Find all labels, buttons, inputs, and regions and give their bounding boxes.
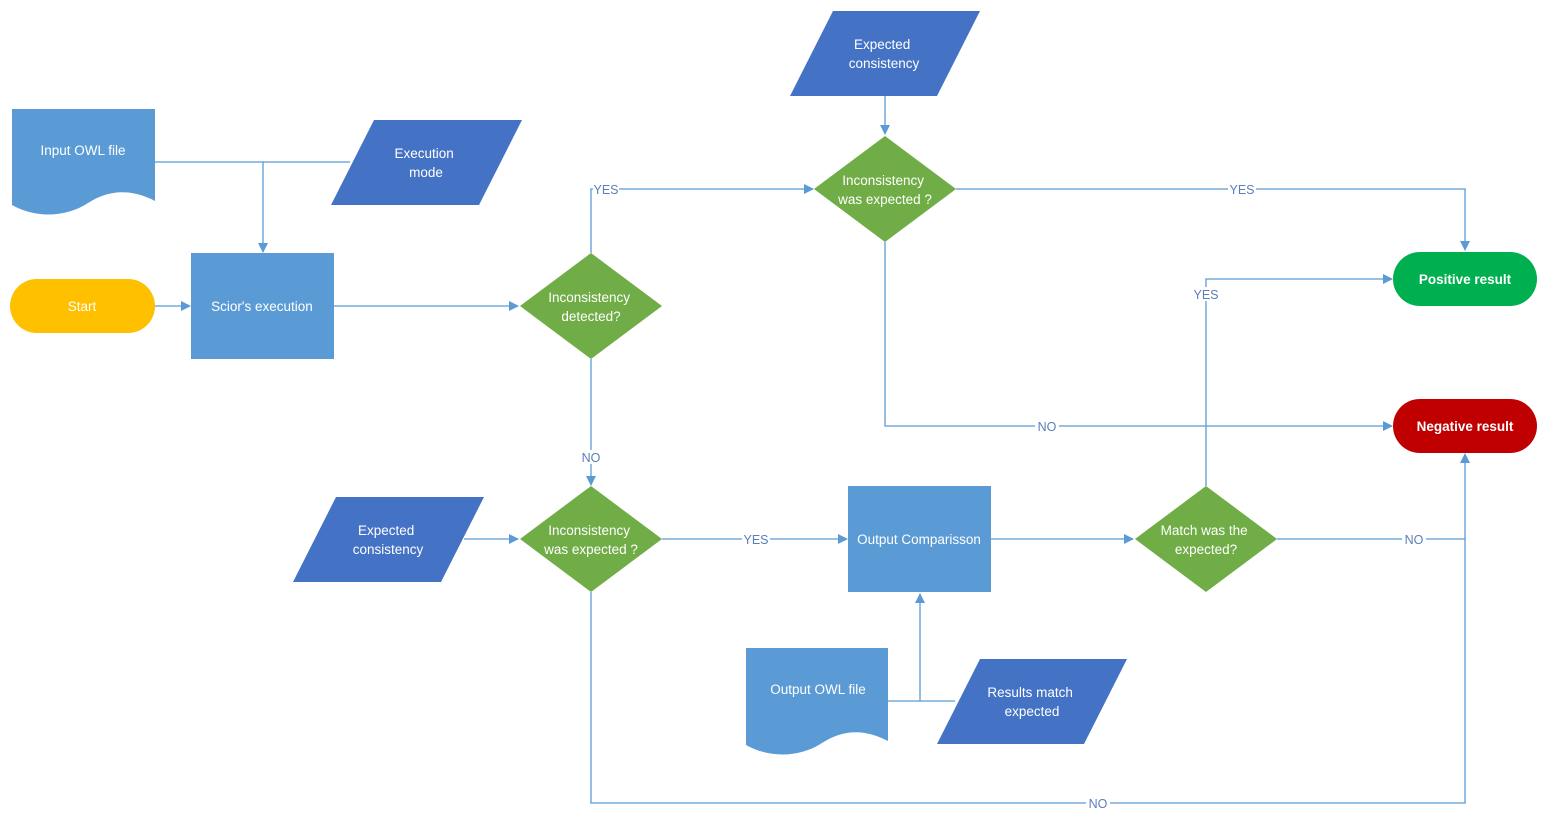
edge-bottom-expected-no: [590, 539, 1466, 804]
inconsistency-expected-top-label: Inconsistency was expected ?: [837, 173, 932, 207]
edge-label-match-yes: YES: [1193, 288, 1218, 302]
positive-result-label: Positive result: [1419, 272, 1512, 287]
inconsistency-detected-label: Inconsistency detected?: [548, 290, 634, 324]
connectors: [155, 96, 1470, 804]
start-label: Start: [68, 299, 97, 314]
edge-output-to-comparisson: [888, 593, 925, 702]
inconsistency-detected-decision: Inconsistency detected?: [520, 253, 662, 359]
output-owl-file-label: Output OWL file: [770, 682, 866, 697]
edge-label-top-expected-yes: YES: [1229, 183, 1254, 197]
negative-result-node: Negative result: [1393, 399, 1537, 453]
expected-consistency-bottom-label: Expected consistency: [353, 523, 424, 557]
edge-detected-yes: [590, 184, 814, 253]
edge-label-top-expected-no: NO: [1038, 420, 1057, 434]
inconsistency-expected-bottom-label: Inconsistency was expected ?: [543, 523, 638, 557]
positive-result-node: Positive result: [1393, 252, 1537, 306]
output-comparisson-node: Output Comparisson: [848, 486, 991, 592]
match-expected-decision: Match was the expected?: [1135, 486, 1277, 592]
edge-label-detected-yes: YES: [593, 183, 618, 197]
sciors-execution-node: Scior's execution: [191, 253, 334, 359]
negative-result-label: Negative result: [1417, 419, 1514, 434]
execution-mode-label: Execution mode: [394, 146, 457, 180]
inconsistency-expected-bottom-decision: Inconsistency was expected ?: [520, 486, 662, 592]
expected-consistency-bottom-node: Expected consistency: [293, 497, 484, 582]
start-node: Start: [10, 279, 155, 333]
edge-label-bottom-expected-yes: YES: [743, 533, 768, 547]
edge-labels: YES YES NO NO YES YES NO NO: [578, 182, 1426, 811]
edge-label-match-no: NO: [1405, 533, 1424, 547]
results-match-expected-node: Results match expected: [937, 659, 1127, 744]
edge-label-bottom-expected-no: NO: [1089, 797, 1108, 811]
inconsistency-expected-top-decision: Inconsistency was expected ?: [814, 136, 956, 242]
output-comparisson-label: Output Comparisson: [857, 532, 981, 547]
output-owl-file-node: Output OWL file: [746, 648, 888, 755]
edge-input-to-execution: [155, 161, 268, 253]
expected-consistency-top-label: Expected consistency: [849, 37, 920, 71]
match-expected-label: Match was the expected?: [1161, 523, 1252, 557]
edge-match-no: [1277, 453, 1470, 540]
edge-match-yes: [1205, 274, 1393, 486]
execution-mode-node: Execution mode: [331, 120, 522, 205]
input-owl-file-label: Input OWL file: [40, 143, 125, 158]
edge-label-detected-no: NO: [582, 451, 601, 465]
expected-consistency-top-node: Expected consistency: [790, 11, 980, 96]
edge-top-expected-no: [884, 242, 1393, 431]
input-owl-file-node: Input OWL file: [12, 109, 155, 215]
edge-top-expected-yes: [956, 188, 1470, 251]
results-match-expected-label: Results match expected: [987, 685, 1076, 719]
sciors-execution-label: Scior's execution: [211, 299, 313, 314]
